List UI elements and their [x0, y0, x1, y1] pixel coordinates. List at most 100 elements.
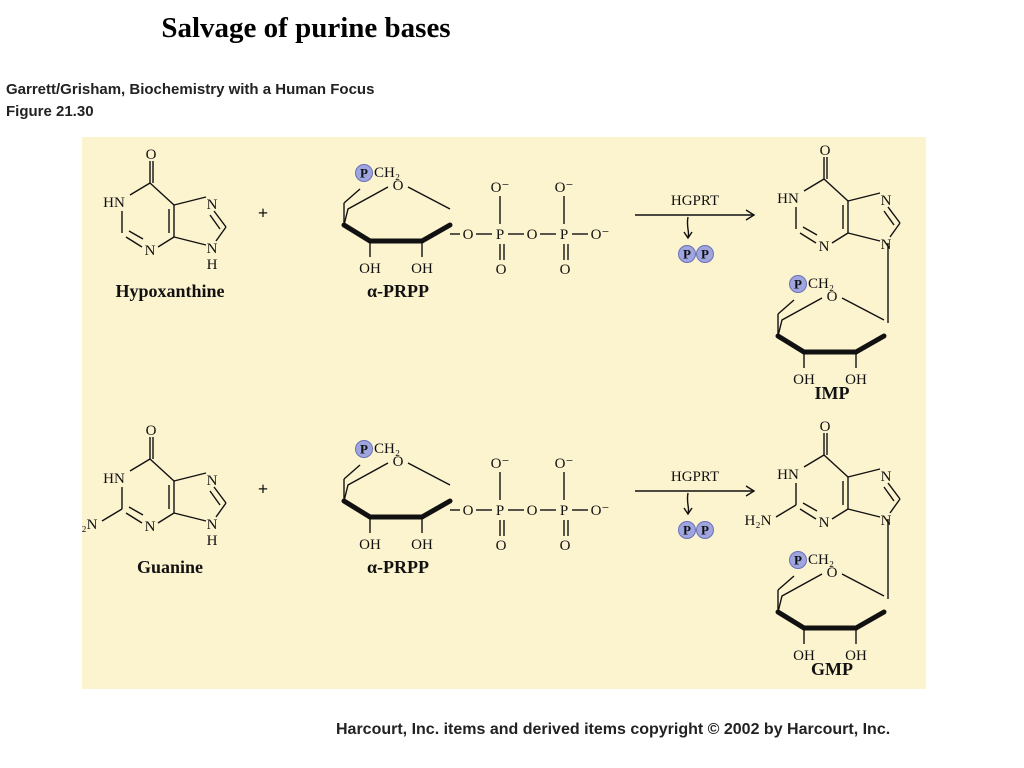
oxo-1: O [496, 262, 507, 278]
n3-atom: N [145, 519, 156, 535]
hydroxyl-3: OH [359, 261, 381, 277]
n9-atom: N [881, 513, 892, 529]
n3-atom: N [145, 243, 156, 259]
pyrophosphate: O P O⁻ O O P O⁻ O O⁻ [450, 180, 609, 278]
oxo-2: O [560, 538, 571, 554]
n9-hydrogen: H [207, 533, 218, 549]
byproduct-phosphate-2: P [696, 245, 714, 263]
source-citation: Garrett/Grisham, Biochemistry with a Hum… [6, 81, 375, 98]
product-name: GMP [811, 659, 853, 679]
hydroxyl-3: OH [359, 537, 381, 553]
byproduct-phosphate-1: P [678, 521, 696, 539]
oxo-1: O [496, 538, 507, 554]
phosphate-label: P [701, 247, 709, 262]
reaction-2: OHNNNNHH₂NGuanine+OOHOHCH₂POPO⁻OOPO⁻OO⁻α… [82, 419, 901, 679]
hydroxyl-2: OH [845, 372, 867, 388]
bridge-oxygen-2: O [527, 227, 538, 243]
o-minus-terminal: O⁻ [591, 227, 610, 243]
hydroxyl-3: OH [793, 648, 815, 664]
hydroxyl-3: OH [793, 372, 815, 388]
o-minus-2: O⁻ [555, 456, 574, 472]
oxygen-atom: O [146, 147, 157, 163]
o-minus-1: O⁻ [491, 180, 510, 196]
n9-atom: N [207, 517, 218, 533]
o-minus-terminal: O⁻ [591, 503, 610, 519]
product-ribose: O OH OH CH₂ P [775, 551, 887, 664]
amino-group: H₂N [82, 517, 98, 533]
ring-oxygen: O [393, 178, 404, 194]
phosphate-badge: P [789, 275, 807, 293]
product-name: IMP [815, 383, 850, 403]
oxygen-atom: O [820, 419, 831, 435]
copyright-notice: Harcourt, Inc. items and derived items c… [336, 721, 891, 738]
hydroxyl-2: OH [411, 537, 433, 553]
phosphate-badge: P [789, 551, 807, 569]
phosphate-label: P [794, 553, 802, 568]
oxo-2: O [560, 262, 571, 278]
phosphate-badge: P [355, 440, 373, 458]
oxygen-atom: O [146, 423, 157, 439]
phosphate-label: P [360, 166, 368, 181]
substrate-name: Guanine [137, 557, 203, 577]
bridge-oxygen-2: O [527, 503, 538, 519]
figure-number: Figure 21.30 [6, 103, 94, 120]
ch2-group: CH₂ [808, 552, 834, 568]
ring-oxygen: O [827, 289, 838, 305]
n9-hydrogen: H [207, 257, 218, 273]
phosphate-label: P [360, 442, 368, 457]
byproduct-phosphate-1: P [678, 245, 696, 263]
slide-title: Salvage of purine bases [161, 12, 451, 44]
plus-sign: + [258, 203, 268, 223]
n3-atom: N [819, 515, 830, 531]
ch2-group: CH₂ [808, 276, 834, 292]
o-minus-1: O⁻ [491, 456, 510, 472]
cosubstrate-name: α-PRPP [367, 281, 429, 301]
amino-group: H₂N [745, 513, 772, 529]
n9-atom: N [207, 241, 218, 257]
phosphate-label: P [683, 247, 691, 262]
prpp-structure: O OH OH CH₂ P O P O⁻ O O P O⁻ O O⁻ [341, 164, 609, 278]
enzyme-name: HGPRT [671, 469, 719, 485]
hydroxyl-2: OH [845, 648, 867, 664]
n7-atom: N [207, 197, 218, 213]
phosphorus-1: P [496, 503, 504, 519]
phosphate-label: P [794, 277, 802, 292]
oxygen-atom: O [820, 143, 831, 159]
bridge-oxygen: O [463, 227, 474, 243]
product-ribose: O OH OH CH₂ P [775, 275, 887, 388]
n1-h-atom: HN [777, 467, 799, 483]
plus-sign: + [258, 479, 268, 499]
n7-atom: N [207, 473, 218, 489]
phosphate-badge: P [355, 164, 373, 182]
byproduct-phosphate-2: P [696, 521, 714, 539]
n7-atom: N [881, 193, 892, 209]
substrate-structure: OHNNNNHH₂N [82, 423, 227, 549]
product-structure: O HN N N N H₂N [745, 419, 901, 599]
enzyme-name: HGPRT [671, 193, 719, 209]
cosubstrate-name: α-PRPP [367, 557, 429, 577]
bridge-oxygen: O [463, 503, 474, 519]
n1-h-atom: HN [777, 191, 799, 207]
phosphorus-2: P [560, 227, 568, 243]
ch2-group: CH₂ [374, 165, 400, 181]
ring-oxygen: O [827, 565, 838, 581]
hydroxyl-2: OH [411, 261, 433, 277]
phosphate-label: P [701, 523, 709, 538]
o-minus-2: O⁻ [555, 180, 574, 196]
substrate-name: Hypoxanthine [115, 281, 224, 301]
n9-atom: N [881, 237, 892, 253]
n7-atom: N [881, 469, 892, 485]
n1-h-atom: HN [103, 471, 125, 487]
phosphorus-1: P [496, 227, 504, 243]
